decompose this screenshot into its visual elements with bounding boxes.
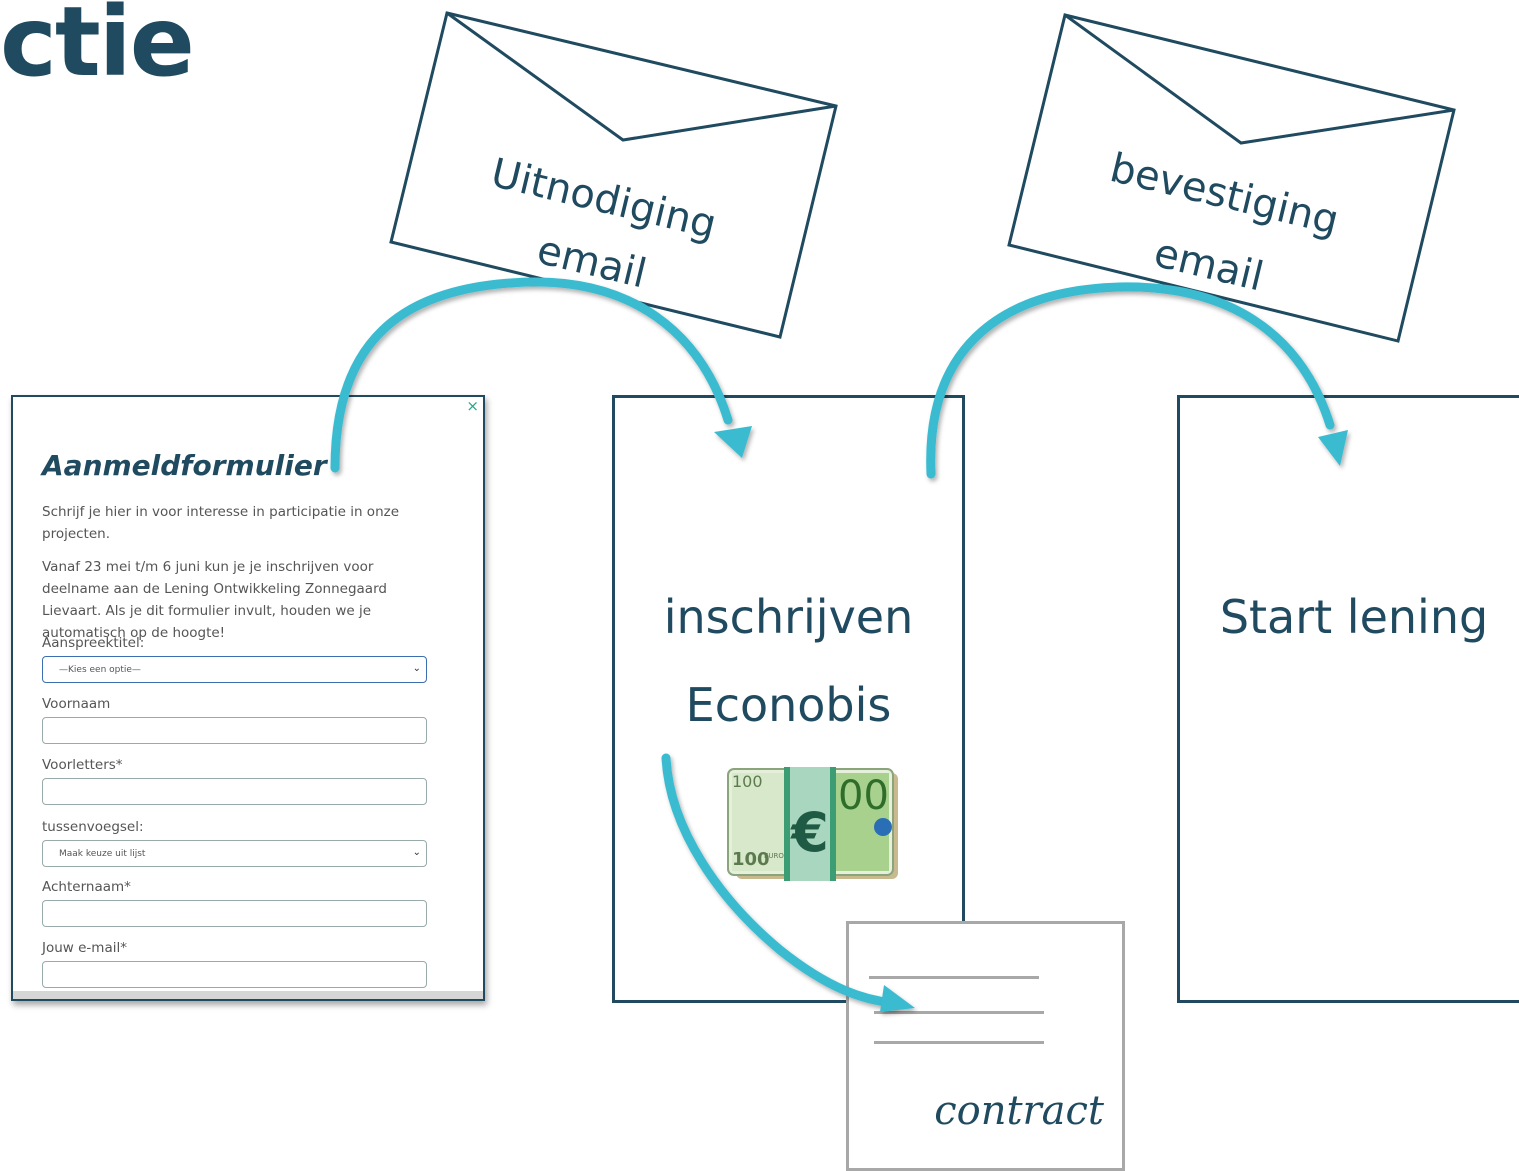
horizontal-scrollbar[interactable]	[13, 991, 483, 999]
step-inschrijven-line1: inschrijven	[663, 590, 914, 644]
page-title-fragment: ctie	[0, 0, 195, 98]
chevron-down-icon: ⌄	[412, 663, 421, 674]
envelope-invitation: Uitnodiging email	[389, 11, 838, 339]
registration-form-panel: × Aanmeldformulier Schrijf je hier in vo…	[11, 395, 485, 1001]
step-start-lening: Start lening	[1219, 590, 1489, 644]
voorletters-field[interactable]	[42, 778, 427, 805]
aanspreektitel-value: —Kies een optie—	[59, 665, 141, 675]
voornaam-field[interactable]	[42, 717, 427, 744]
aanspreektitel-select[interactable]: —Kies een optie— ⌄	[42, 656, 427, 683]
form-title: Aanmeldformulier	[42, 449, 327, 482]
email-field[interactable]	[42, 961, 427, 988]
bill-denomination-large: 00	[838, 773, 889, 819]
voornaam-label: Voornaam	[42, 696, 111, 712]
step-inschrijven-line2: Econobis	[685, 678, 892, 732]
voorletters-label: Voorletters*	[42, 757, 123, 773]
tussenvoegsel-value: Maak keuze uit lijst	[59, 849, 146, 859]
form-intro: Schrijf je hier in voor interesse in par…	[42, 504, 400, 542]
chevron-down-icon: ⌄	[412, 847, 421, 858]
tussenvoegsel-select[interactable]: Maak keuze uit lijst ⌄	[42, 840, 427, 867]
form-description: Vanaf 23 mei t/m 6 juni kun je je inschr…	[42, 559, 387, 641]
euro-symbol: €	[789, 801, 829, 864]
achternaam-label: Achternaam*	[42, 879, 131, 895]
step-box-start-lening	[1177, 395, 1519, 1003]
contract-document: contract	[846, 921, 1125, 1171]
contract-label: contract	[934, 1088, 1104, 1134]
contract-line	[869, 976, 1039, 979]
money-bundle-icon: € 100 100 EURO 00	[727, 767, 898, 881]
contract-line	[874, 1041, 1044, 1044]
bill-denomination-top: 100	[732, 772, 763, 791]
achternaam-field[interactable]	[42, 900, 427, 927]
email-label: Jouw e-mail*	[42, 940, 127, 956]
close-icon[interactable]: ×	[466, 397, 479, 415]
contract-line	[874, 1011, 1044, 1014]
aanspreektitel-label: Aanspreektitel:	[42, 635, 145, 651]
bill-currency: EURO	[764, 852, 784, 860]
tussenvoegsel-label: tussenvoegsel:	[42, 819, 144, 835]
envelope-confirmation: bevestiging email	[1007, 13, 1456, 343]
